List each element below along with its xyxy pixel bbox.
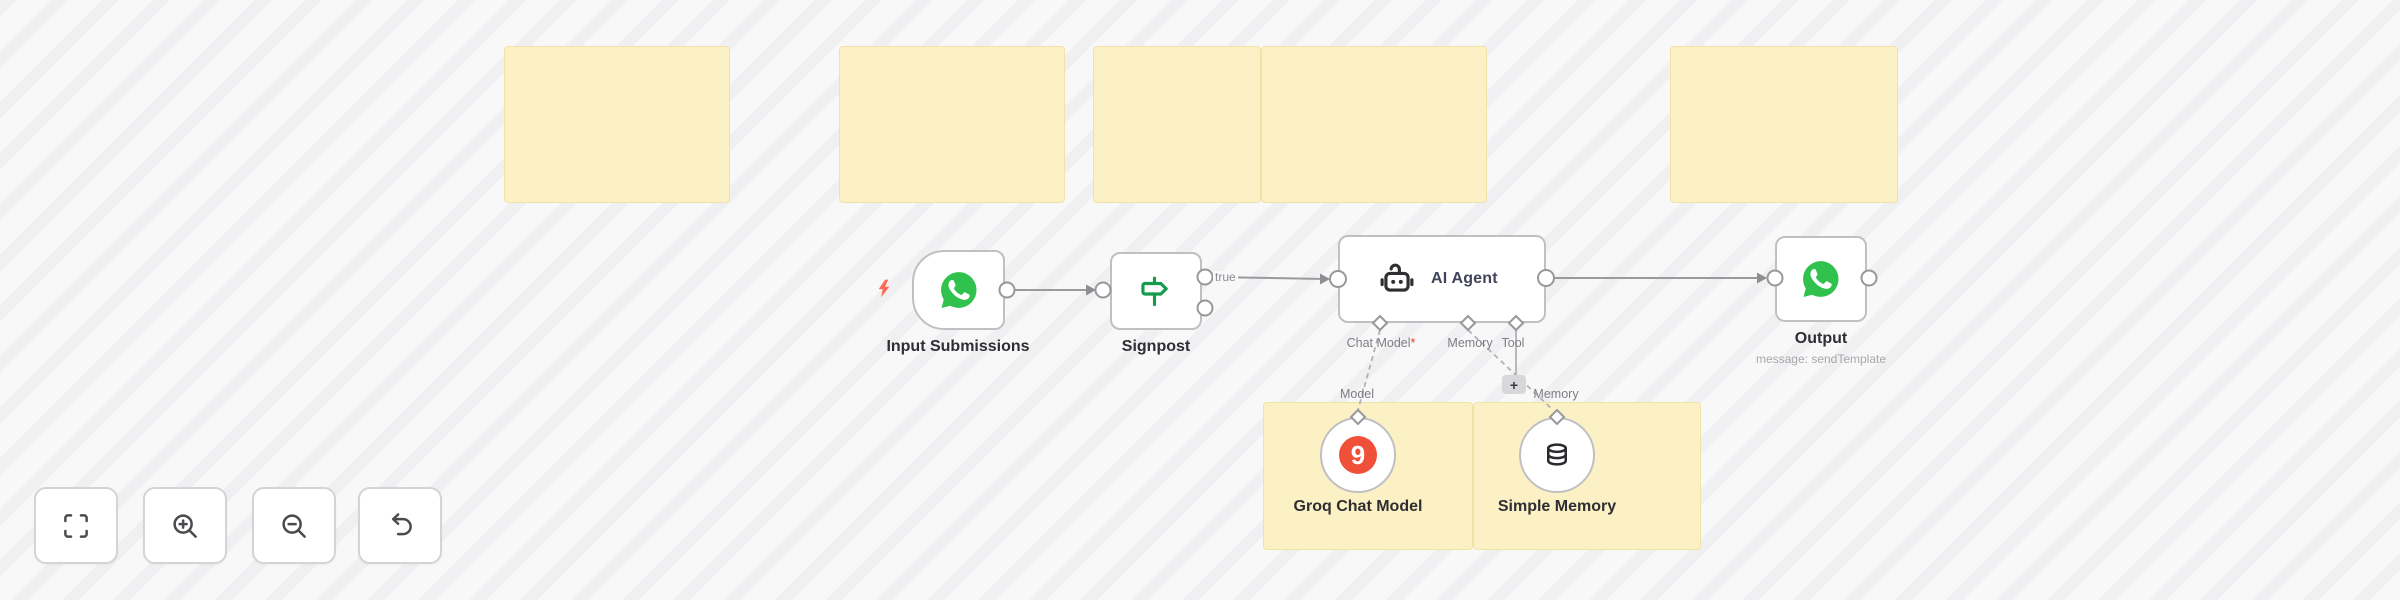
port-label-memory-input: Memory: [1533, 387, 1579, 401]
port-signpost-input[interactable]: [1094, 281, 1112, 299]
add-tool-button[interactable]: +: [1502, 375, 1526, 394]
port-label-tool: Tool: [1501, 336, 1525, 350]
node-sublabel-output: message: sendTemplate: [1755, 352, 1887, 366]
zoom-out-icon: [282, 513, 306, 538]
fit-view-icon: [64, 513, 88, 538]
connection-label-true: true: [1213, 270, 1238, 284]
zoom-in-button[interactable]: [143, 487, 227, 564]
fit-view-button[interactable]: [34, 487, 118, 564]
sticky-note[interactable]: [839, 46, 1065, 203]
port-label-chat-model: Chat Model*: [1347, 336, 1416, 350]
undo-button[interactable]: [358, 487, 442, 564]
port-agent-chat-model[interactable]: [1371, 314, 1389, 332]
port-simple-memory-input[interactable]: [1548, 408, 1566, 426]
port-label-memory: Memory: [1447, 336, 1493, 350]
port-label-text: Chat Model: [1346, 336, 1411, 350]
port-signpost-output-false[interactable]: [1196, 299, 1214, 317]
node-label-input-submissions: Input Submissions: [886, 338, 1030, 355]
node-label-simple-memory: Simple Memory: [1497, 498, 1617, 515]
port-output-input[interactable]: [1766, 269, 1784, 287]
connection-memory-to-simplememory[interactable]: [1467, 329, 1554, 411]
port-agent-output[interactable]: [1537, 269, 1555, 287]
zoom-in-icon: [173, 513, 197, 538]
port-output-output[interactable]: [1860, 269, 1878, 287]
node-output[interactable]: [1775, 236, 1867, 322]
node-label-groq: Groq Chat Model: [1293, 498, 1423, 515]
robot-icon: [1380, 263, 1414, 292]
required-asterisk: *: [1410, 336, 1416, 350]
sticky-note[interactable]: [504, 46, 730, 203]
port-groq-input[interactable]: [1349, 408, 1367, 426]
sticky-note[interactable]: [1670, 46, 1898, 203]
sticky-note[interactable]: [1261, 46, 1487, 203]
port-input-output[interactable]: [998, 281, 1016, 299]
node-label-signpost: Signpost: [1121, 338, 1191, 355]
undo-icon: [391, 512, 412, 535]
node-simple-memory[interactable]: [1519, 417, 1595, 493]
sticky-note[interactable]: [1093, 46, 1261, 203]
connection-arrowheads: [1086, 272, 1767, 296]
signpost-icon: [1141, 276, 1168, 307]
port-signpost-output-true[interactable]: [1196, 268, 1214, 286]
whatsapp-icon: [940, 272, 976, 309]
node-label-output: Output: [1794, 330, 1848, 347]
port-label-model-input: Model: [1339, 387, 1375, 401]
node-signpost[interactable]: [1110, 252, 1202, 330]
port-agent-tool[interactable]: [1507, 314, 1525, 332]
lightning-bolt-icon: [878, 279, 890, 298]
zoom-out-button[interactable]: [252, 487, 336, 564]
node-title: AI Agent: [1431, 270, 1498, 287]
port-agent-input[interactable]: [1329, 270, 1347, 288]
connection-chatmodel-to-groq[interactable]: [1357, 329, 1381, 411]
node-ai-agent[interactable]: AI Agent: [1338, 235, 1546, 323]
database-icon: [1547, 443, 1567, 466]
whatsapp-icon: [1803, 261, 1839, 298]
port-agent-memory[interactable]: [1459, 314, 1477, 332]
groq-logo-icon: 9: [1339, 436, 1377, 474]
